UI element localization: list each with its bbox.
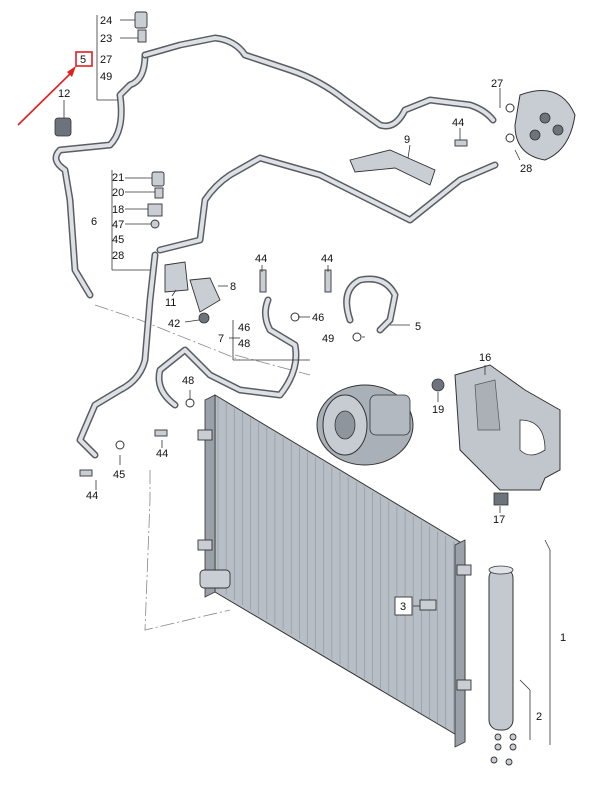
label-46-b: 46 [238,322,250,334]
part-number-labels: 24 23 5 27 49 12 21 20 18 47 6 45 28 11 … [58,15,566,723]
highlight-callout [17,51,93,126]
label-46-a: 46 [312,312,324,324]
dryer-cartridge [488,565,517,766]
label-44-c: 44 [321,253,333,265]
label-11: 11 [165,297,176,309]
label-45-b: 45 [113,469,125,481]
label-23: 23 [100,33,112,45]
assembly-guide-lines [94,304,311,631]
label-18: 18 [112,204,124,216]
label-16: 16 [479,352,491,364]
label-21: 21 [112,172,124,184]
condenser [197,394,472,748]
label-6: 6 [91,216,97,228]
expansion-valve-flange [514,90,576,161]
label-19: 19 [432,404,444,416]
label-12: 12 [58,88,70,100]
label-24: 24 [100,15,112,27]
label-2: 2 [536,711,542,723]
label-3: 3 [400,601,406,613]
compressor [316,384,414,466]
label-28-b: 28 [520,163,532,175]
label-48-a: 48 [238,338,250,350]
label-17: 17 [493,514,505,526]
label-44-d: 44 [156,448,168,460]
label-28: 28 [112,250,124,262]
label-5-b: 5 [415,321,421,333]
highlight-box [75,51,93,67]
refrigerant-lines [52,34,499,459]
small-parts [54,11,515,611]
label-47: 47 [112,219,124,231]
leader-lines [63,15,551,745]
label-27: 27 [100,54,112,66]
label-44-a: 44 [452,117,464,129]
highlight-arrow [17,71,73,126]
highlight-arrowhead [67,66,76,77]
label-9: 9 [404,134,410,146]
label-42: 42 [168,318,180,330]
label-27-b: 27 [491,78,503,90]
label-8: 8 [230,281,236,293]
label-1: 1 [560,632,566,644]
label-44-b: 44 [255,253,267,265]
label-48-b: 48 [182,375,194,387]
heat-shield [454,364,561,506]
label-7: 7 [218,333,224,345]
label-44-e: 44 [86,490,98,502]
label-20: 20 [112,187,124,199]
label-5-highlighted: 5 [80,54,86,66]
label-49: 49 [100,71,112,83]
label-45: 45 [112,234,124,246]
label-49-b: 49 [322,333,334,345]
